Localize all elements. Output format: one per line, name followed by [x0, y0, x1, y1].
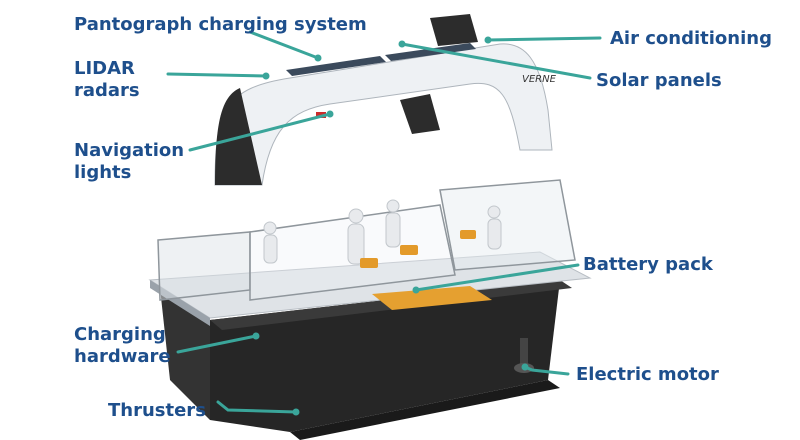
- battery-pack-block: [372, 286, 492, 310]
- label-air-conditioning: Air conditioning: [610, 28, 772, 49]
- label-solar-panels: Solar panels: [596, 70, 722, 91]
- label-charging-hardware: Charging hardware: [74, 324, 171, 367]
- canopy: [214, 14, 553, 186]
- label-electric-motor: Electric motor: [576, 364, 719, 385]
- brand-logo-text: VERNE: [522, 74, 557, 85]
- label-lidar-radars: LIDAR radars: [74, 58, 140, 101]
- label-battery-pack: Battery pack: [583, 254, 713, 275]
- label-thrusters: Thrusters: [108, 400, 206, 421]
- label-pantograph-charging-system: Pantograph charging system: [74, 14, 367, 35]
- leader-dots: [252, 36, 529, 416]
- label-navigation-lights: Navigation lights: [74, 140, 185, 183]
- passenger-figures: [263, 199, 502, 265]
- seats: [360, 230, 476, 268]
- leader-lines: [166, 30, 602, 414]
